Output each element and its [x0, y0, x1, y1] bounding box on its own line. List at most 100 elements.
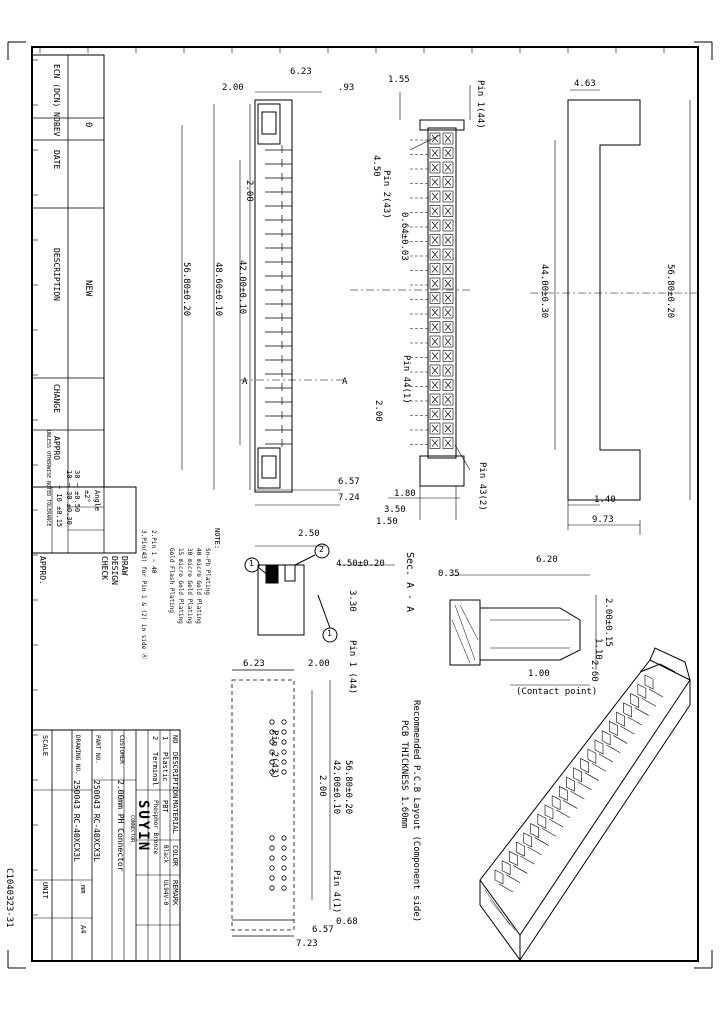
- dim-pcb-723: 7.23: [296, 939, 318, 949]
- dim-det-450: 4.50±0.20: [336, 559, 385, 569]
- pcb-hole: [269, 769, 275, 775]
- iso-pin: [608, 720, 618, 736]
- pcb-hole: [281, 875, 287, 881]
- pin-mark: [444, 395, 452, 404]
- iso-pin-lead: [541, 828, 557, 837]
- iso-pin-lead: [577, 781, 592, 791]
- notes-extra-2: 3.Pin(43) for Pin 1 & (2) in side Ⓐ: [140, 530, 147, 659]
- iso-pin-lead: [527, 846, 542, 856]
- unit-value: mm: [79, 885, 87, 894]
- pin-cell: [442, 219, 454, 232]
- signoff-appro: APPRO.: [38, 556, 47, 585]
- tolerance-heading: Angle: [93, 490, 101, 512]
- pcb-hole: [281, 759, 287, 765]
- notes-item-3: 30 micro Gold Plating: [186, 548, 193, 624]
- dim-side-140: 1.40: [594, 495, 616, 505]
- dim-pcb-200: 2.00: [308, 659, 330, 669]
- pcb-hole: [269, 719, 275, 725]
- circled-2: 2: [319, 545, 324, 554]
- bom-row-2-no: 2: [151, 736, 159, 741]
- dim-top-724: 7.24: [338, 493, 360, 503]
- tolerance-row-4: ~ 10 ±0.15: [55, 485, 63, 528]
- pin-cell: [442, 306, 454, 319]
- pin-mark: [431, 207, 439, 215]
- pin-mark: [431, 163, 439, 172]
- dim-top-200: 2.00: [222, 83, 244, 93]
- pcb-hole: [281, 729, 287, 735]
- pin-cell: [442, 321, 454, 333]
- iso-pin-lead: [591, 763, 607, 772]
- pcb-hole: [281, 865, 287, 871]
- dim-sec-200: 2.00±0.15: [603, 598, 613, 647]
- rev-header-appro: APPRO: [52, 436, 61, 461]
- pin-cell: [429, 205, 441, 217]
- iso-pin-lead: [570, 790, 585, 800]
- part-no-label: PART NO.: [94, 735, 101, 764]
- part-no-value: 250043 RC-40XCX3L: [92, 780, 101, 862]
- pin-mark: [431, 424, 439, 433]
- dim-side-973: 9.73: [592, 515, 614, 525]
- iso-pin-lead: [498, 883, 514, 893]
- drawing-no-label: DRAWING NO.: [74, 735, 81, 775]
- pin-mark: [444, 439, 452, 447]
- dim-top-200b: 2.00: [244, 180, 254, 202]
- pin-cell: [442, 176, 454, 188]
- pin-mark: [431, 308, 439, 317]
- dim-sec-100: 1.00: [528, 669, 550, 679]
- pcb-hole: [269, 885, 275, 891]
- top-view: [181, 91, 346, 506]
- rev-header-ecn: ECN (DCN) NO.: [52, 64, 61, 127]
- pin-view: [350, 85, 471, 520]
- notes-item-5: Gold Flash Plating: [168, 548, 175, 614]
- iso-pin: [523, 832, 532, 848]
- dim-sec-110: 1.10: [593, 638, 603, 660]
- dim-top-623: 6.23: [290, 67, 312, 77]
- iso-pin: [537, 813, 547, 829]
- pin-mark: [431, 178, 439, 186]
- label-pin43-2: Pin 43(2): [477, 462, 487, 511]
- iso-pin: [544, 804, 554, 820]
- pin-cell: [442, 335, 454, 348]
- pcb-hole: [281, 749, 287, 755]
- pin-mark: [431, 323, 439, 331]
- notes-item-4: 15 micro Gold Plating: [177, 548, 184, 624]
- pin-cell: [442, 350, 454, 362]
- pin-mark: [444, 279, 452, 288]
- iso-pin-lead: [605, 744, 621, 753]
- pin-mark: [444, 236, 452, 244]
- pin-cell: [429, 408, 441, 420]
- detail-view: [244, 543, 395, 643]
- pin-mark: [444, 207, 452, 215]
- section-title: Sec. A - A: [404, 552, 415, 613]
- pin-mark: [431, 221, 439, 230]
- rev-row-description: NEW: [83, 280, 93, 297]
- pin-cell: [429, 437, 441, 449]
- iso-pin-lead: [520, 855, 535, 865]
- dim-pin-200: 2.00: [373, 400, 383, 422]
- bom-header-description: DESCRIPTION: [171, 752, 179, 799]
- dim-top-093: .93: [338, 83, 355, 93]
- pcb-hole: [269, 845, 275, 851]
- iso-pin-lead: [627, 716, 642, 726]
- pcb-hole: [269, 739, 275, 745]
- notes-extra-1: 2.Pin 1 ~ 40: [150, 530, 157, 574]
- iso-pin-lead: [505, 874, 521, 883]
- notes-item-2: 40 micro Gold Plating: [195, 548, 202, 624]
- pin-cell: [429, 292, 441, 304]
- pcb-hole: [269, 855, 275, 861]
- pin-mark: [431, 352, 439, 360]
- brand-logo: SUYIN: [135, 800, 151, 853]
- pcb-hole: [281, 719, 287, 725]
- iso-pin-lead: [620, 725, 635, 735]
- iso-pin: [644, 674, 654, 690]
- pin-mark: [431, 279, 439, 288]
- pin-mark: [444, 221, 452, 230]
- dim-pin-450: 4.50: [371, 155, 381, 177]
- pin-cell: [442, 379, 454, 391]
- iso-pin-lead: [648, 688, 664, 698]
- pcb-thickness: PCB THICKNESS 1.60mm: [399, 720, 409, 829]
- pin-cell: [429, 190, 441, 203]
- pin-cell: [442, 292, 454, 304]
- pin-cell: [429, 176, 441, 188]
